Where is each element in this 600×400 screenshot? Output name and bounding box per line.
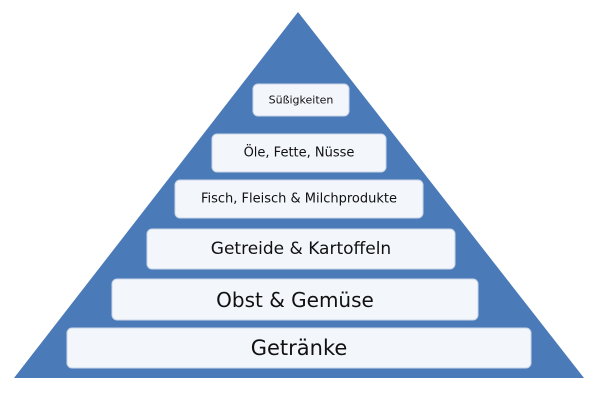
tier-getreide-kartoffeln: Getreide & Kartoffeln	[146, 228, 456, 270]
tier-getraenke: Getränke	[66, 327, 532, 369]
tier-box	[146, 228, 456, 270]
tier-box	[66, 327, 532, 369]
tier-label: Obst & Gemüse	[216, 288, 374, 312]
tier-box	[211, 133, 387, 173]
tier-suessigkeiten: Süßigkeiten	[252, 83, 350, 117]
tier-box	[174, 179, 424, 219]
tier-label: Getreide & Kartoffeln	[211, 239, 391, 259]
tier-oele-fette-nuesse: Öle, Fette, Nüsse	[211, 133, 387, 173]
tier-box	[252, 83, 350, 117]
tier-obst-gemuese: Obst & Gemüse	[111, 278, 479, 321]
tier-fisch-fleisch-milchprodukte: Fisch, Fleisch & Milchprodukte	[174, 179, 424, 219]
tier-label: Süßigkeiten	[269, 94, 334, 107]
tier-label: Öle, Fette, Nüsse	[244, 144, 355, 161]
tier-box	[111, 278, 479, 321]
tier-label: Getränke	[251, 336, 348, 360]
tier-label: Fisch, Fleisch & Milchprodukte	[201, 192, 397, 207]
